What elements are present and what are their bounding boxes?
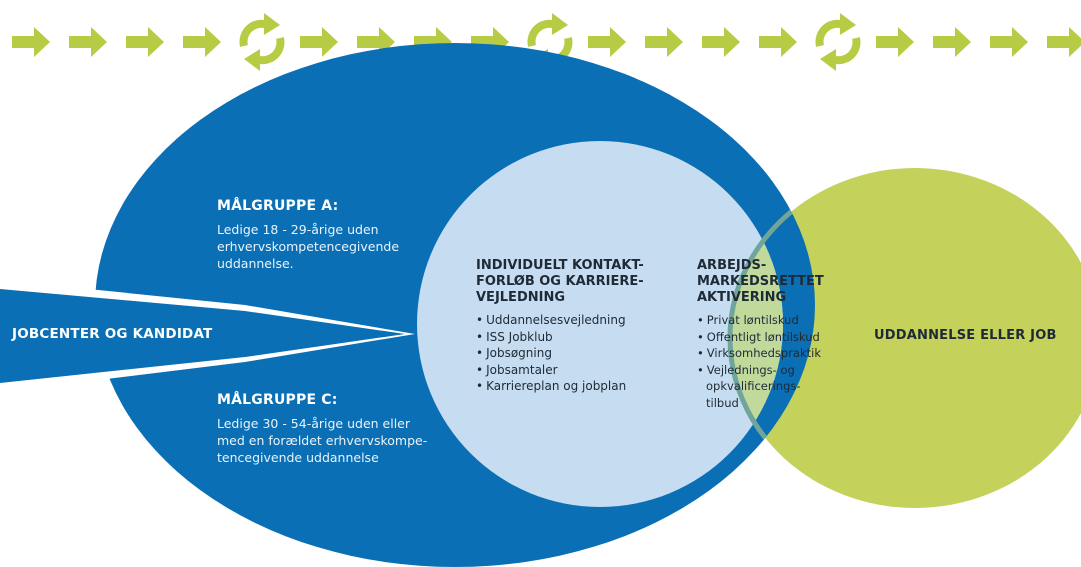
arrow-right-icon <box>645 27 683 57</box>
target-group-c-line: Ledige 30 - 54-årige uden eller <box>217 416 410 431</box>
arrow-right-icon <box>702 27 740 57</box>
list-item-continuation: opkvalificerings- <box>706 379 801 393</box>
contact-course-title-line: VEJLEDNING <box>476 290 566 305</box>
activation-title-line: ARBEJDS- <box>697 258 767 273</box>
activation: ARBEJDS- MARKEDSRETTET AKTIVERING Privat… <box>697 258 862 411</box>
activation-title-line: MARKEDSRETTET <box>697 274 824 289</box>
target-group-a-line: uddannelse. <box>217 256 294 271</box>
list-item: Privat løntilskud <box>697 312 862 329</box>
target-group-a-line: Ledige 18 - 29-årige uden <box>217 222 379 237</box>
arrow-right-icon <box>1047 27 1081 57</box>
cycle-icon <box>239 13 285 71</box>
contact-course-title-line: FORLØB OG KARRIERE- <box>476 274 644 289</box>
list-item: Karriereplan og jobplan <box>476 378 676 395</box>
arrow-right-icon <box>300 27 338 57</box>
contact-course-title: INDIVIDUELT KONTAKT- FORLØB OG KARRIERE-… <box>476 258 676 306</box>
list-item: Jobsamtaler <box>476 362 676 379</box>
list-item: Jobsøgning <box>476 345 676 362</box>
arrow-right-icon <box>69 27 107 57</box>
arrow-right-icon <box>933 27 971 57</box>
cycle-icon <box>815 13 861 71</box>
target-group-a-line: erhvervskompetencegivende <box>217 239 400 254</box>
activation-title: ARBEJDS- MARKEDSRETTET AKTIVERING <box>697 258 862 306</box>
list-item: ISS Jobklub <box>476 329 676 346</box>
contact-course: INDIVIDUELT KONTAKT- FORLØB OG KARRIERE-… <box>476 258 676 395</box>
target-group-a-title: MÅLGRUPPE A: <box>217 198 339 214</box>
arrow-right-icon <box>759 27 797 57</box>
contact-course-list: Uddannelsesvejledning ISS Jobklub Jobsøg… <box>476 312 676 395</box>
activation-title-line: AKTIVERING <box>697 290 787 305</box>
arrow-right-icon <box>126 27 164 57</box>
arrow-right-icon <box>588 27 626 57</box>
outcome-label: UDDANNELSE ELLER JOB <box>874 328 1057 343</box>
target-group-c-line: tencegivende uddannelse <box>217 450 379 465</box>
list-item-continuation: tilbud <box>706 395 739 410</box>
arrow-right-icon <box>183 27 221 57</box>
list-item: Virksomhedspraktik <box>697 345 862 362</box>
arrow-right-icon <box>990 27 1028 57</box>
target-group-a-text: Ledige 18 - 29-årige uden erhvervskompet… <box>217 221 447 272</box>
outcome-ellipse <box>730 168 1081 508</box>
jobcenter-arrow <box>0 289 405 383</box>
target-group-c: MÅLGRUPPE C: Ledige 30 - 54-årige uden e… <box>217 392 457 466</box>
list-item: Uddannelsesvejledning <box>476 312 676 329</box>
jobcenter-label: JOBCENTER OG KANDIDAT <box>12 326 213 342</box>
arrow-right-icon <box>12 27 50 57</box>
target-group-a: MÅLGRUPPE A: Ledige 18 - 29-årige uden e… <box>217 198 447 272</box>
top-flow <box>12 13 1081 71</box>
target-group-c-line: med en forældet erhvervskompe- <box>217 433 428 448</box>
target-group-c-text: Ledige 30 - 54-årige uden eller med en f… <box>217 415 457 466</box>
contact-course-title-line: INDIVIDUELT KONTAKT- <box>476 258 644 273</box>
list-item: Offentligt løntilskud <box>697 329 862 346</box>
list-item: Vejlednings- og <box>697 362 862 379</box>
arrow-right-icon <box>876 27 914 57</box>
activation-list: Privat løntilskud Offentligt løntilskud … <box>697 312 862 411</box>
target-group-c-title: MÅLGRUPPE C: <box>217 392 338 408</box>
